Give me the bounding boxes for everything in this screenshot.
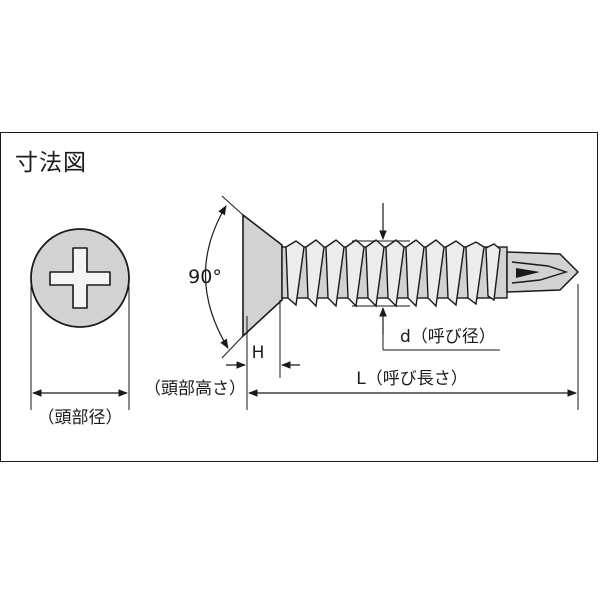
nominal-diameter-dimension: d（呼び径）	[352, 203, 500, 351]
angle-dimension: 90°	[188, 195, 244, 359]
phillips-cross-icon	[49, 247, 111, 309]
diagram-frame: 寸法図	[0, 132, 598, 462]
figure-title: 寸法図	[15, 150, 87, 176]
head-height-label: （頭部高さ）	[144, 379, 246, 399]
nominal-length-dimension: L（呼び長さ）	[248, 284, 579, 410]
angle-label: 90°	[188, 266, 222, 288]
head-height-H-label: H	[252, 343, 265, 363]
screw-threads	[285, 239, 501, 308]
nominal-length-label: L（呼び長さ）	[356, 369, 467, 389]
head-top-view: （頭部径）	[30, 228, 130, 428]
countersunk-head	[242, 213, 283, 338]
nominal-diameter-label: d（呼び径）	[400, 327, 496, 347]
head-height-dimension: H （頭部高さ）	[144, 300, 300, 410]
screw-side-view	[242, 213, 580, 338]
head-diameter-label: （頭部径）	[38, 408, 123, 428]
